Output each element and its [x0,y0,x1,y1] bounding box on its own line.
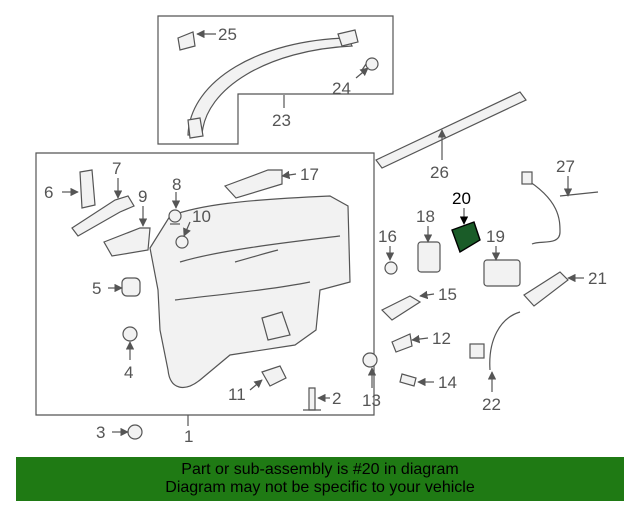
callout-15: 15 [438,285,457,304]
part-15-handle-bezel [380,295,422,321]
part-19-switch [483,259,521,287]
parts-diagram: 25 24 23 26 27 20 7 8 6 9 10 17 18 16 19… [35,15,607,446]
info-banner: Part or sub-assembly is #20 in diagram D… [16,457,624,501]
part-3-clip [127,424,143,440]
callout-24: 24 [332,79,351,98]
callout-5: 5 [92,279,101,298]
callout-22: 22 [482,395,501,414]
callout-3: 3 [96,423,105,442]
callout-4: 4 [124,363,133,382]
part-25-clip [177,31,196,51]
callout-26: 26 [430,163,449,182]
callout-labels: 25 24 23 26 27 20 7 8 6 9 10 17 18 16 19… [44,25,607,446]
door-panel-frame [35,152,375,416]
part-20-switch [451,221,481,254]
part-26-weatherstrip [375,91,527,169]
callout-18: 18 [416,207,435,226]
part-12-clip [391,333,413,353]
callout-27: 27 [556,157,575,176]
callout-8: 8 [172,175,181,194]
part-9-bracket [103,227,151,257]
banner-line-1: Part or sub-assembly is #20 in diagram [181,461,459,478]
part-7-bracket [71,195,135,237]
part-23-upper-trim [187,29,359,139]
part-22-cable [469,311,521,371]
part-17-trim-piece [223,169,283,199]
callout-23: 23 [272,111,291,130]
part-10-screw [175,235,189,249]
callout-20: 20 [452,189,471,208]
part-2-bolt [303,387,321,411]
callout-14: 14 [438,373,457,392]
callout-19: 19 [486,227,505,246]
callout-16: 16 [378,227,397,246]
part-6-bracket [79,169,96,209]
callout-6: 6 [44,183,53,202]
part-1-door-trim-panel [149,195,351,388]
banner-line-2: Diagram may not be specific to your vehi… [165,479,475,496]
part-27-wiring-harness [521,171,599,245]
part-13-screw [362,352,378,368]
callout-11: 11 [228,385,246,404]
part-14-bolt [399,373,417,387]
callout-21: 21 [588,269,607,288]
part-4-push-pin [122,326,138,342]
callout-17: 17 [300,165,319,184]
part-18-switch [417,241,441,273]
part-11-bracket [261,365,287,387]
callout-25: 25 [218,25,237,44]
callout-2: 2 [332,389,341,408]
callout-13: 13 [362,391,381,410]
callout-9: 9 [138,187,147,206]
part-8-screw [168,209,182,225]
part-21-handle [523,271,569,307]
callout-7: 7 [112,159,121,178]
part-24-pin [361,57,379,71]
callout-1: 1 [184,427,193,446]
callout-10: 10 [192,207,211,226]
part-5-plug [121,277,141,297]
part-16-screw [384,261,398,275]
callout-12: 12 [432,329,451,348]
upper-trim-inset-frame [157,15,394,145]
leader-lines [62,29,584,437]
